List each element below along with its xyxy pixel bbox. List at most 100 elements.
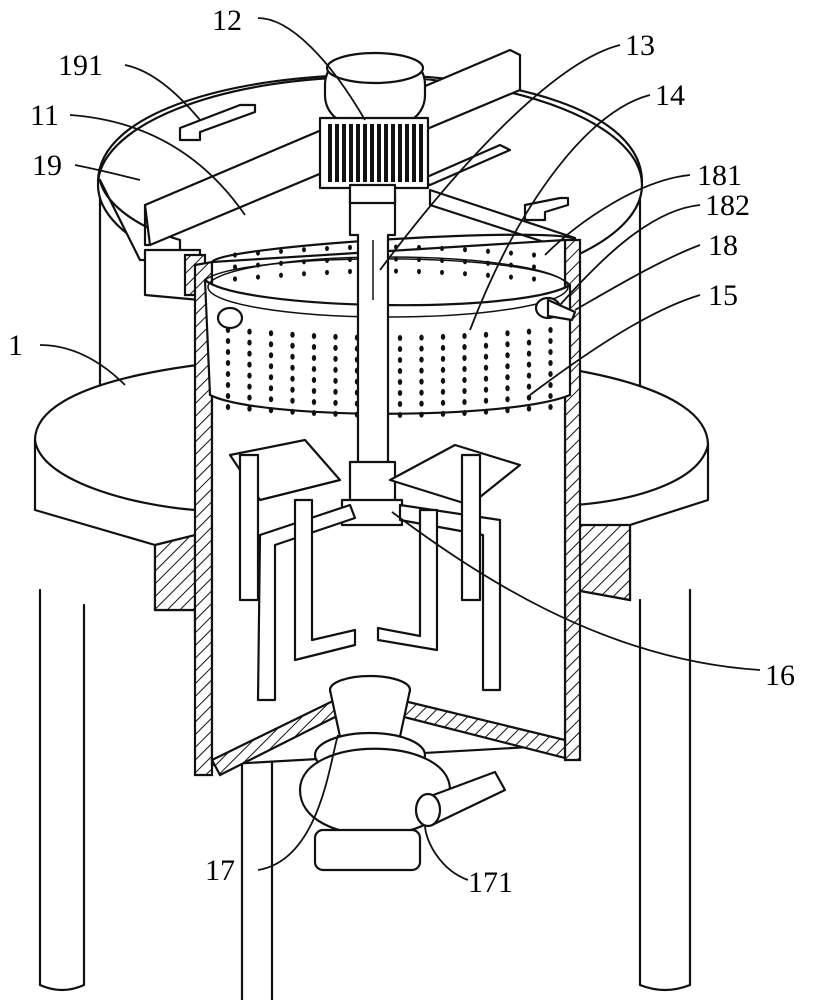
perforation-hole	[290, 354, 294, 360]
perforation-hole	[527, 329, 531, 335]
perforation-hole	[398, 401, 402, 407]
perforation-hole	[417, 245, 421, 250]
motor-fin	[349, 124, 353, 182]
perforation-hole	[333, 356, 337, 362]
perforation-hole	[505, 407, 509, 413]
perforation-hole	[532, 276, 536, 281]
perforation-hole	[302, 247, 306, 252]
motor-fin	[419, 124, 423, 182]
perforation-hole	[348, 245, 352, 250]
perforation-hole	[247, 373, 251, 379]
perforation-hole	[417, 269, 421, 274]
perforation-hole	[484, 332, 488, 338]
perforation-hole	[441, 367, 445, 373]
perforation-hole	[279, 273, 283, 278]
perforation-hole	[484, 354, 488, 360]
perforation-hole	[398, 379, 402, 385]
perforation-hole	[325, 258, 329, 263]
perforation-hole	[462, 399, 466, 405]
perforation-hole	[333, 334, 337, 340]
perforation-hole	[333, 411, 337, 417]
callout-14: 14	[655, 79, 685, 112]
perforation-hole	[312, 377, 316, 383]
perforation-hole	[548, 404, 552, 410]
perforation-hole	[247, 329, 251, 335]
perforation-hole	[505, 363, 509, 369]
callout-13: 13	[625, 29, 655, 62]
perforation-hole	[302, 271, 306, 276]
perforation-hole	[417, 257, 421, 262]
perforation-hole	[325, 270, 329, 275]
callout-19: 19	[32, 149, 62, 182]
perforation-hole	[290, 376, 294, 382]
perforation-hole	[440, 246, 444, 251]
motor-fin	[377, 124, 381, 182]
perforation-hole	[256, 250, 260, 255]
perforation-hole	[505, 352, 509, 358]
perforation-hole	[312, 399, 316, 405]
perforation-hole	[441, 356, 445, 362]
perforation-hole	[348, 257, 352, 262]
perforation-hole	[394, 256, 398, 261]
motor-fin	[398, 124, 402, 182]
perforation-hole	[486, 261, 490, 266]
perforation-hole	[269, 363, 273, 369]
perforation-hole	[398, 368, 402, 374]
perforation-hole	[505, 385, 509, 391]
perforation-hole	[527, 362, 531, 368]
perforation-hole	[226, 393, 230, 399]
perforation-hole	[548, 360, 552, 366]
perforation-hole	[312, 355, 316, 361]
perforation-hole	[226, 338, 230, 344]
motor-fin	[335, 124, 339, 182]
perforation-hole	[463, 247, 467, 252]
perforation-hole	[290, 365, 294, 371]
perforation-hole	[333, 389, 337, 395]
perforation-hole	[247, 340, 251, 346]
callout-1: 1	[8, 329, 23, 362]
perforation-hole	[269, 385, 273, 391]
perforation-hole	[398, 357, 402, 363]
perforation-hole	[548, 393, 552, 399]
perforation-hole	[486, 249, 490, 254]
perforation-hole	[226, 404, 230, 410]
perforation-hole	[398, 412, 402, 418]
perforation-hole	[312, 388, 316, 394]
perforation-hole	[462, 388, 466, 394]
perforation-hole	[325, 246, 329, 251]
perforation-hole	[290, 398, 294, 404]
perforation-hole	[398, 346, 402, 352]
motor-fin	[391, 124, 395, 182]
perforation-hole	[505, 341, 509, 347]
perforation-hole	[419, 335, 423, 341]
perforation-hole	[290, 332, 294, 338]
callout-15: 15	[708, 279, 738, 312]
perforation-hole	[290, 409, 294, 415]
perforation-hole	[548, 327, 552, 333]
perforation-hole	[484, 376, 488, 382]
motor-fin	[356, 124, 360, 182]
callout-11: 11	[30, 99, 59, 132]
perforation-hole	[505, 330, 509, 336]
callout-12: 12	[212, 4, 242, 37]
perforation-hole	[462, 366, 466, 372]
perforation-hole	[509, 250, 513, 255]
perforation-hole	[440, 270, 444, 275]
perforation-hole	[441, 389, 445, 395]
perforation-hole	[312, 344, 316, 350]
perforation-hole	[527, 351, 531, 357]
perforation-hole	[462, 344, 466, 350]
perforation-hole	[484, 365, 488, 371]
perforation-hole	[462, 333, 466, 339]
perforation-hole	[269, 330, 273, 336]
perforation-hole	[233, 264, 237, 269]
perforation-hole	[290, 387, 294, 393]
perforation-hole	[440, 258, 444, 263]
perforation-hole	[333, 378, 337, 384]
perforation-hole	[394, 268, 398, 273]
perforation-hole	[527, 406, 531, 412]
perforation-hole	[441, 411, 445, 417]
callout-171: 171	[468, 866, 513, 899]
perforation-hole	[333, 400, 337, 406]
perforation-hole	[463, 259, 467, 264]
